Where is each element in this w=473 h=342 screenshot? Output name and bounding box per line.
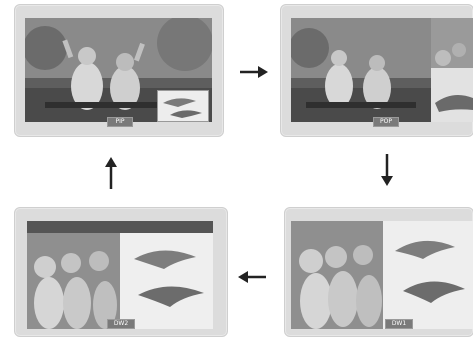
screen-dw1 — [291, 221, 473, 329]
screen-pip — [25, 18, 212, 122]
right-picture-dolphins — [120, 233, 213, 329]
left-picture-children — [27, 233, 120, 329]
screen-pop — [291, 18, 473, 122]
arrow-left-icon — [236, 270, 268, 284]
pip-inset-dolphin — [157, 90, 209, 122]
left-picture-children — [291, 221, 383, 329]
panel-dw1: DW1 — [284, 207, 473, 337]
mode-label-dw2: DW2 — [107, 319, 135, 329]
mode-label-pip: PIP — [107, 117, 133, 127]
dw2-top-bar — [27, 221, 213, 233]
arrow-up-icon — [104, 155, 118, 191]
main-picture-children — [291, 18, 431, 122]
pop-side-picture — [431, 18, 473, 122]
arrow-down-icon — [380, 152, 394, 188]
arrow-right-icon — [238, 65, 270, 79]
panel-pop: POP — [280, 4, 473, 137]
panel-dw2: DW2 — [14, 207, 228, 337]
right-picture-dolphins — [383, 221, 473, 329]
mode-label-dw1: DW1 — [385, 319, 413, 329]
panel-pip: PIP — [14, 4, 224, 137]
screen-dw2 — [27, 221, 213, 329]
mode-label-pop: POP — [373, 117, 399, 127]
